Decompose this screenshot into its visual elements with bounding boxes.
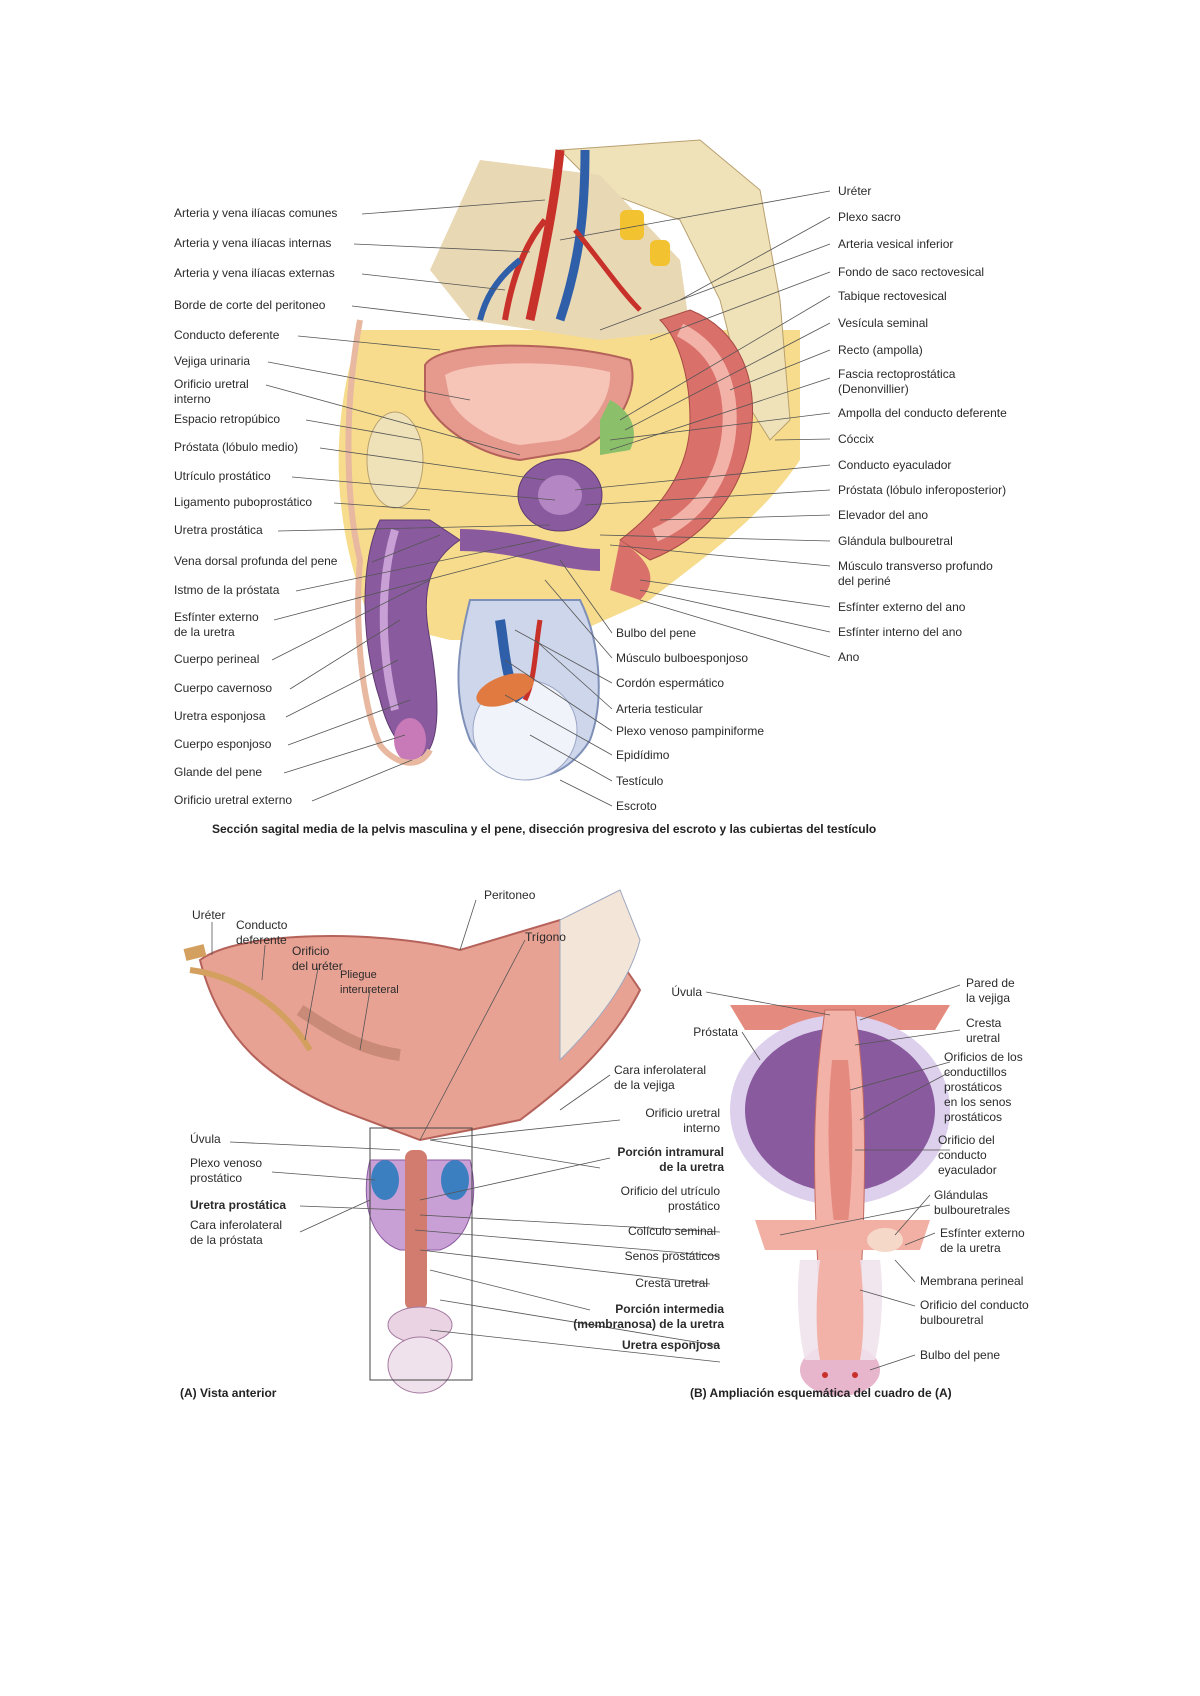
label-esfinter-externo-uretra: Esfínter externo de la uretra — [174, 610, 259, 639]
label-cuerpo-cavernoso: Cuerpo cavernoso — [174, 681, 273, 695]
label-arteria-vena-iliacas-comunes: Arteria y vena ilíacas comunes — [174, 206, 338, 220]
label-a-cresta-uretral: Cresta uretral — [635, 1276, 708, 1290]
label-a-conducto-deferente: Conducto deferente — [236, 918, 288, 947]
label-conducto-deferente: Conducto deferente — [174, 328, 280, 342]
label-testiculo: Testículo — [616, 774, 664, 788]
label-tabique-rectovesical: Tabique rectovesical — [838, 289, 947, 303]
label-prostata-lobulo-inferoposterior: Próstata (lóbulo inferoposterior) — [838, 483, 1007, 497]
label-espacio-retropubico: Espacio retropúbico — [174, 412, 281, 426]
label-cuerpo-perineal: Cuerpo perineal — [174, 652, 260, 666]
label-ureter: Uréter — [838, 184, 872, 198]
label-a-uretra-esponjosa: Uretra esponjosa — [621, 1338, 720, 1352]
caption-a: (A) Vista anterior — [180, 1386, 277, 1400]
label-cordon-espermatico: Cordón espermático — [616, 676, 725, 690]
label-a-trigono: Trígono — [525, 930, 566, 944]
label-epididimo: Epidídimo — [616, 748, 670, 762]
label-musculo-bulboesponjoso: Músculo bulboesponjoso — [616, 651, 749, 665]
label-istmo-prostata: Istmo de la próstata — [174, 583, 280, 597]
label-a-orificio-utriculo: Orificio del utrículo prostático — [620, 1184, 720, 1213]
label-b-bulbo-pene: Bulbo del pene — [920, 1348, 1001, 1362]
label-uretra-esponjosa: Uretra esponjosa — [174, 709, 266, 723]
label-a-orificio-ureter: Orificio del uréter — [292, 944, 343, 973]
top-caption: Sección sagital media de la pelvis mascu… — [212, 822, 877, 836]
label-orificio-uretral-externo: Orificio uretral externo — [174, 793, 293, 807]
label-a-cara-vejiga: Cara inferolateral de la vejiga — [614, 1063, 707, 1092]
label-esfinter-externo-ano: Esfínter externo del ano — [838, 600, 966, 614]
label-vejiga-urinaria: Vejiga urinaria — [174, 354, 251, 368]
label-a-coliculo-seminal: Colículo seminal — [627, 1224, 716, 1238]
label-b-orificios-conductillos: Orificios de los conductillos prostático… — [944, 1050, 1023, 1124]
label-plexo-venoso-pampiniforme: Plexo venoso pampiniforme — [616, 724, 765, 738]
label-escroto: Escroto — [616, 799, 657, 813]
label-a-senos-prostaticos: Senos prostáticos — [624, 1249, 720, 1263]
label-a-uvula: Úvula — [190, 1132, 221, 1146]
label-cuerpo-esponjoso: Cuerpo esponjoso — [174, 737, 272, 751]
label-b-glandulas-bulbouretrales: Glándulas bulbouretrales — [934, 1188, 1011, 1217]
label-b-orificio-eyaculador: Orificio del conducto eyaculador — [938, 1133, 997, 1177]
sagittal-section-drawing — [338, 139, 800, 781]
label-vesicula-seminal: Vesícula seminal — [838, 316, 929, 330]
label-fondo-saco-rectovesical: Fondo de saco rectovesical — [838, 265, 985, 279]
label-plexo-sacro: Plexo sacro — [838, 210, 901, 224]
caption-b: (B) Ampliación esquemática del cuadro de… — [690, 1386, 952, 1400]
schematic-enlargement-drawing — [730, 1005, 950, 1396]
label-b-uvula: Úvula — [671, 985, 702, 999]
leader-lines-top — [265, 190, 831, 807]
label-ligamento-puboprostatico: Ligamento puboprostático — [174, 495, 313, 509]
label-arteria-testicular: Arteria testicular — [616, 702, 703, 716]
label-utriculo-prostatico: Utrículo prostático — [174, 469, 271, 483]
label-bulbo-pene: Bulbo del pene — [616, 626, 697, 640]
label-recto-ampolla: Recto (ampolla) — [838, 343, 923, 357]
label-elevador-ano: Elevador del ano — [838, 508, 929, 522]
label-b-orificio-bulbouretral: Orificio del conducto bulbouretral — [920, 1298, 1029, 1327]
label-a-uretra-prostatica: Uretra prostática — [190, 1198, 287, 1212]
label-vena-dorsal-profunda: Vena dorsal profunda del pene — [174, 554, 338, 568]
label-a-plexo-venoso: Plexo venoso prostático — [190, 1156, 263, 1185]
anterior-view-drawing — [183, 889, 642, 1394]
label-borde-corte-peritoneo: Borde de corte del peritoneo — [174, 298, 326, 312]
label-a-ureter: Uréter — [192, 908, 226, 922]
label-musculo-transverso-profundo: Músculo transverso profundo del periné — [838, 559, 993, 588]
label-b-prostata: Próstata — [693, 1025, 738, 1039]
label-orificio-uretral-interno: Orificio uretral interno — [174, 377, 249, 406]
label-arteria-vena-iliacas-internas: Arteria y vena ilíacas internas — [174, 236, 332, 250]
label-a-orificio-uretral-interno: Orificio uretral interno — [645, 1106, 720, 1135]
label-arteria-vena-iliacas-externas: Arteria y vena ilíacas externas — [174, 266, 335, 280]
label-esfinter-interno-ano: Esfínter interno del ano — [838, 625, 963, 639]
label-prostata-lobulo-medio: Próstata (lóbulo medio) — [174, 440, 299, 454]
label-a-porcion-intramural: Porción intramural de la uretra — [617, 1145, 724, 1174]
leader-lines-b — [705, 984, 961, 1371]
label-a-peritoneo: Peritoneo — [484, 888, 536, 902]
label-b-membrana-perineal: Membrana perineal — [920, 1274, 1024, 1288]
label-glande-pene: Glande del pene — [174, 765, 263, 779]
label-arteria-vesical-inferior: Arteria vesical inferior — [838, 237, 954, 251]
label-b-cresta-uretral: Cresta uretral — [966, 1016, 1002, 1045]
label-b-pared-vejiga: Pared de la vejiga — [966, 976, 1015, 1005]
label-fascia-rectoprostatica: Fascia rectoprostática (Denonvillier) — [838, 367, 956, 396]
label-ano: Ano — [838, 650, 860, 664]
label-ampolla-conducto-deferente: Ampolla del conducto deferente — [838, 406, 1007, 420]
label-glandula-bulbouretral: Glándula bulbouretral — [838, 534, 953, 548]
label-b-esfinter-externo: Esfínter externo de la uretra — [940, 1226, 1025, 1255]
label-coccix: Cóccix — [838, 432, 875, 446]
label-conducto-eyaculador: Conducto eyaculador — [838, 458, 952, 472]
label-a-porcion-intermedia: Porción intermedia (membranosa) de la ur… — [573, 1302, 724, 1331]
label-a-cara-prostata: Cara inferolateral de la próstata — [190, 1218, 283, 1247]
leader-lines-a — [211, 899, 721, 1363]
label-uretra-prostatica: Uretra prostática — [174, 523, 263, 537]
label-a-pliegue-interureteral: Pliegue interureteral — [340, 969, 399, 996]
